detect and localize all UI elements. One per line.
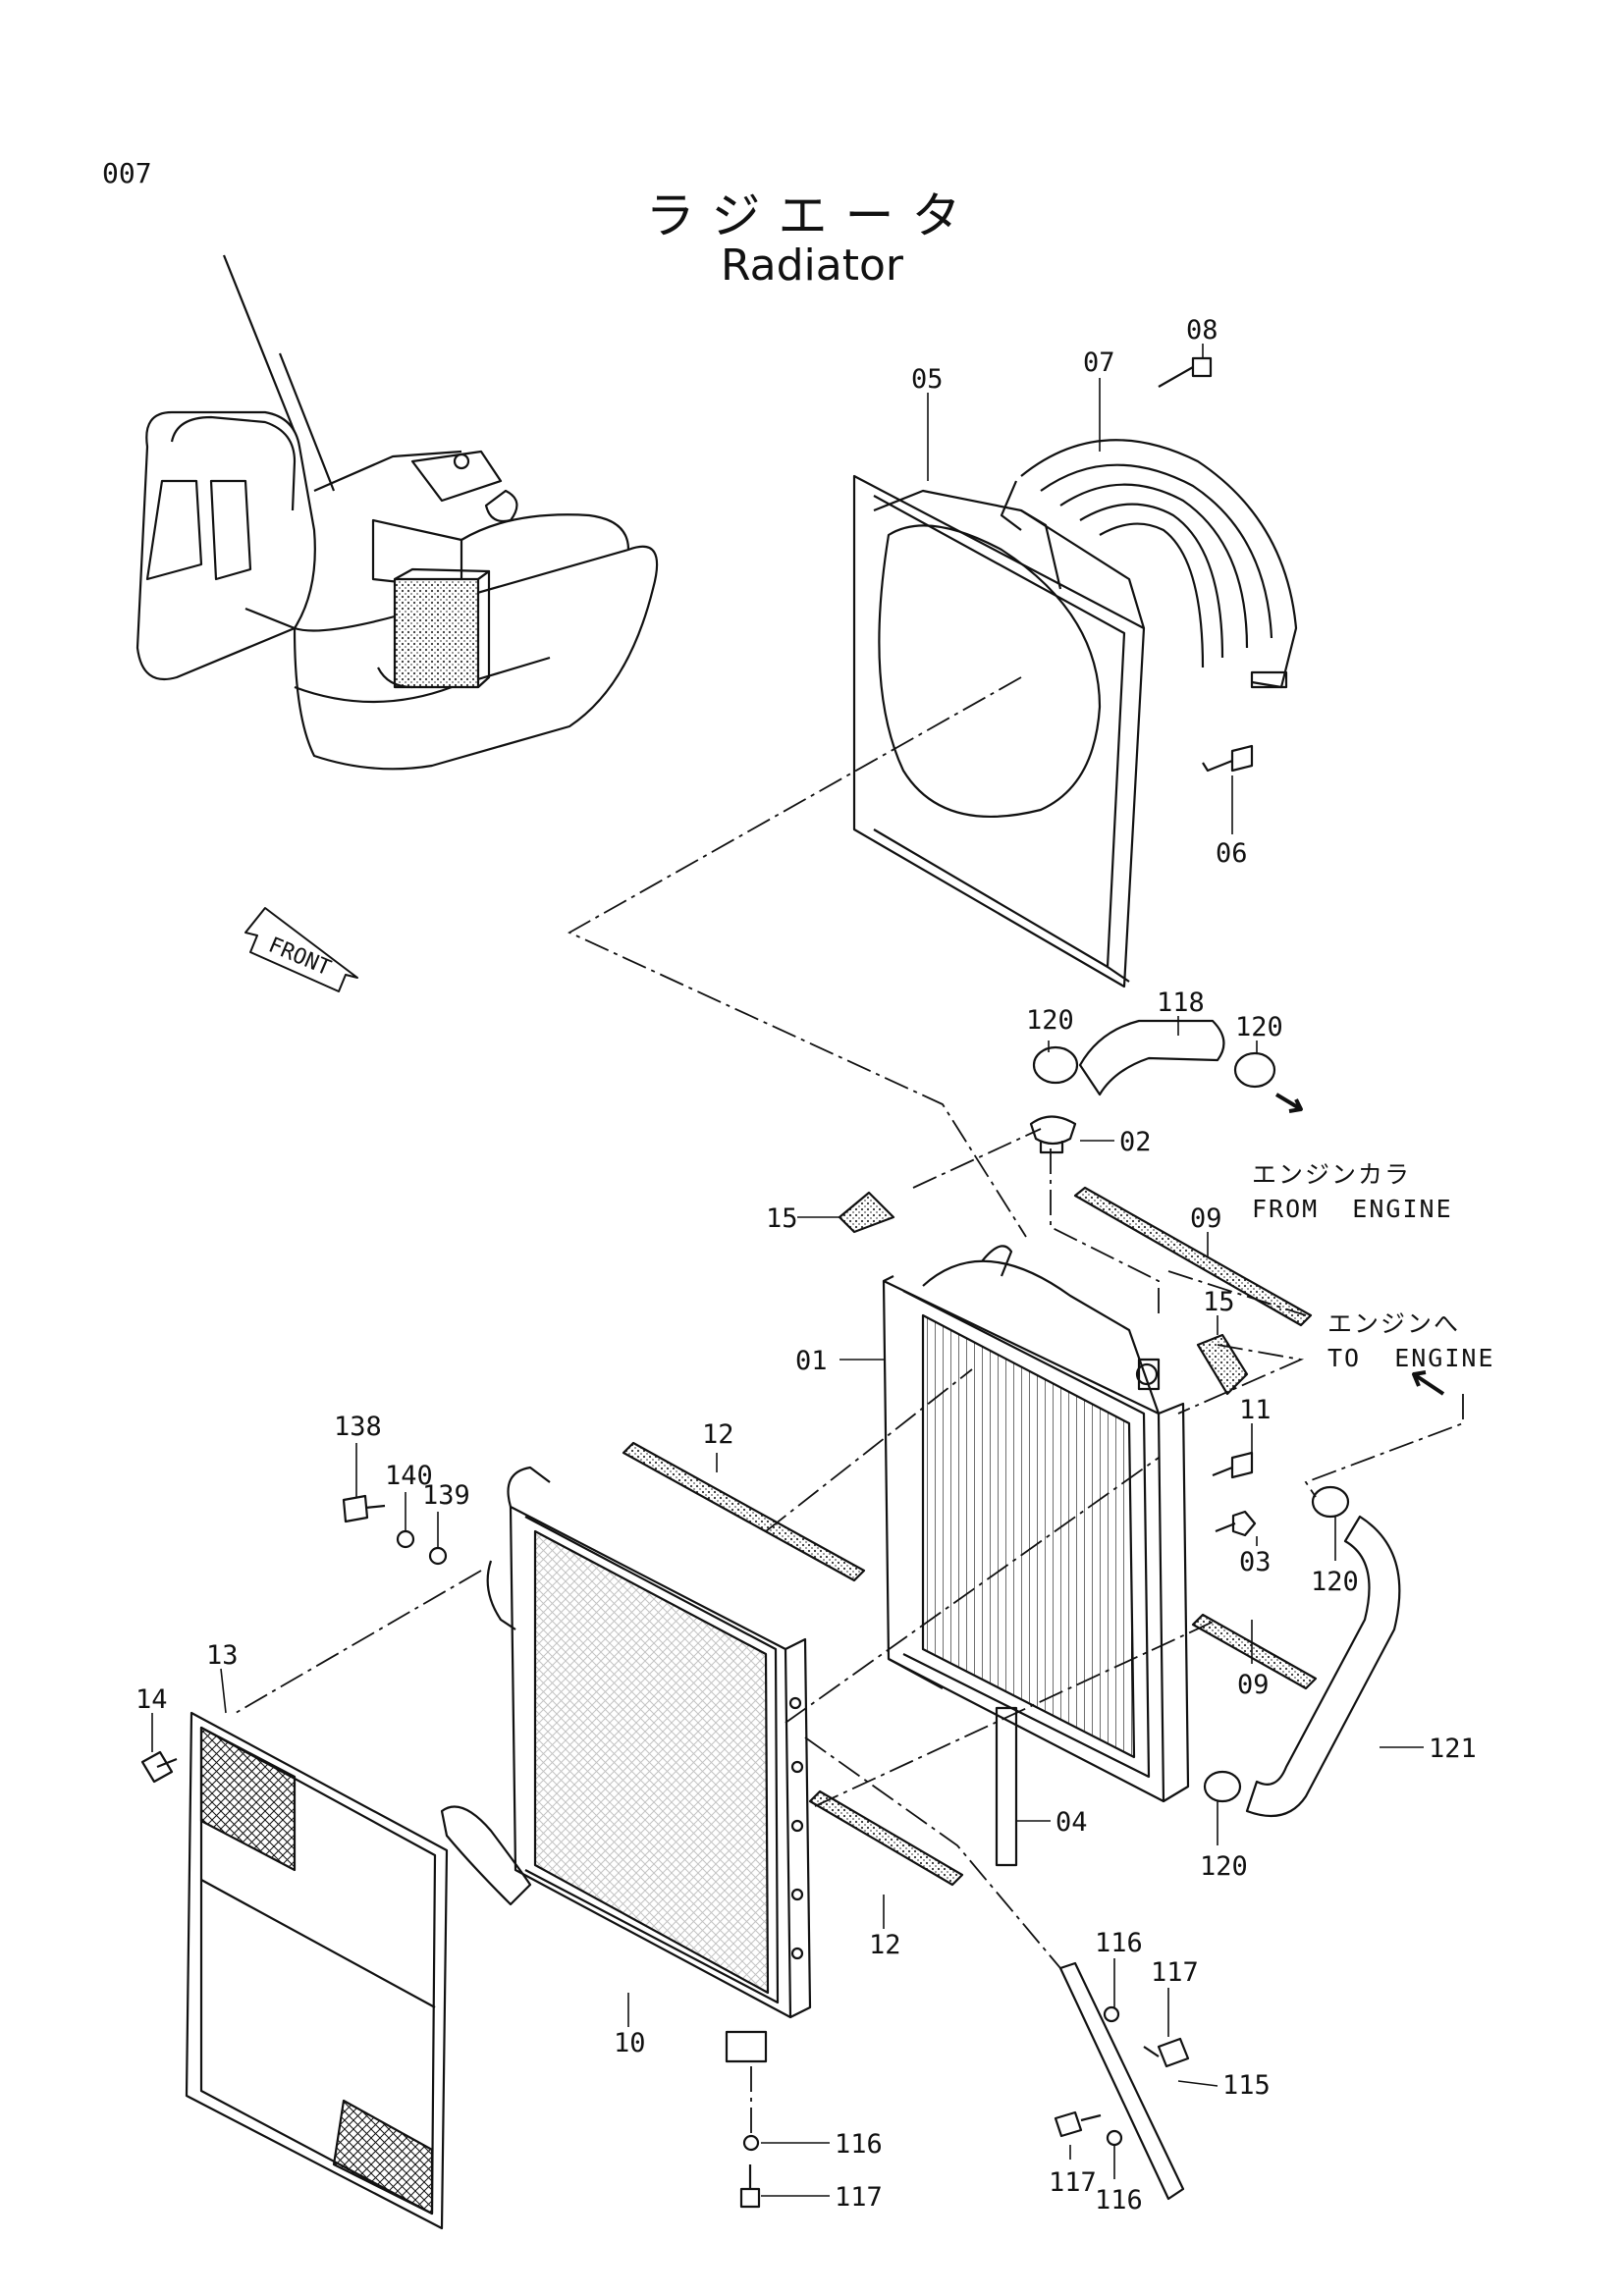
callout-116-b: 116: [1095, 2185, 1143, 2216]
front-direction-arrow: FRONT: [244, 907, 358, 992]
callout-139: 139: [422, 1480, 470, 1511]
radiator-core: [882, 1245, 1190, 1803]
page-title-en: Radiator: [721, 240, 903, 291]
from-engine-en: FROM ENGINE: [1252, 1195, 1453, 1223]
leader-lines: [151, 344, 1424, 2197]
callout-115: 115: [1222, 2070, 1271, 2101]
to-engine-en: TO ENGINE: [1327, 1344, 1495, 1372]
callout-121: 121: [1429, 1734, 1477, 1764]
wing-bolt-14: [140, 1750, 178, 1784]
bolt-117-c: [739, 2164, 761, 2209]
bolt-11: [1212, 1451, 1254, 1479]
callout-05: 05: [911, 364, 944, 395]
bolt-138: [342, 1494, 386, 1523]
callout-117-b: 117: [1049, 2167, 1097, 2198]
foam-wedge-15-b: [1196, 1333, 1249, 1396]
page-number: 007: [102, 157, 152, 189]
callout-117-c: 117: [835, 2182, 883, 2213]
foam-strip-09-b: [1191, 1613, 1318, 1690]
assembly-lines: [235, 676, 1464, 2135]
washer-116-c: [742, 2134, 760, 2152]
callout-10: 10: [614, 2028, 646, 2058]
callout-08: 08: [1186, 315, 1218, 346]
callout-120-b: 120: [1235, 1012, 1283, 1042]
callout-116-c: 116: [835, 2129, 883, 2160]
callout-14: 14: [135, 1684, 168, 1715]
bracket-10-foot: [725, 2030, 768, 2063]
callout-06: 06: [1216, 838, 1248, 869]
page-title-jp: ラジエータ: [645, 187, 979, 244]
callout-120-a: 120: [1026, 1005, 1074, 1036]
callout-03: 03: [1239, 1547, 1272, 1577]
bolt-08: [1158, 356, 1213, 388]
lower-hose: [1245, 1515, 1401, 1818]
callout-labels: 05 07 08 06 120 118 120 02 15 09 15 01 1…: [135, 315, 1477, 2216]
washer-140: [396, 1529, 415, 1549]
callout-138: 138: [334, 1412, 382, 1442]
foam-strip-12-a: [622, 1441, 866, 1582]
washer-116-b: [1106, 2129, 1123, 2147]
callout-09-b: 09: [1237, 1670, 1270, 1700]
callout-12-a: 12: [702, 1419, 734, 1450]
radiator-screen: [185, 1711, 449, 2230]
callout-120-d: 120: [1200, 1851, 1248, 1882]
callout-07: 07: [1083, 347, 1115, 378]
to-engine-arrow: [1412, 1370, 1445, 1396]
callout-13: 13: [206, 1640, 239, 1671]
drain-hose: [995, 1706, 1018, 1867]
callout-120-c: 120: [1311, 1567, 1359, 1597]
callout-118: 118: [1157, 988, 1205, 1018]
callout-04: 04: [1056, 1807, 1088, 1838]
oil-cooler: [440, 1466, 812, 2019]
stay-rod: [1058, 1961, 1185, 2201]
fan-shroud: [852, 474, 1146, 988]
from-engine-jp: エンジンカラ: [1252, 1160, 1411, 1189]
hose-clamp-120-c: [1311, 1485, 1350, 1519]
washer-139: [428, 1546, 448, 1566]
direction-notes: エンジンカラ FROM ENGINE エンジンへ TO ENGINE: [1252, 1160, 1495, 1372]
callout-01: 01: [795, 1346, 828, 1376]
hose-clamp-120-b: [1233, 1051, 1276, 1089]
callout-117-a: 117: [1151, 1957, 1199, 1988]
washer-116-a: [1103, 2005, 1120, 2023]
upper-hose: [1078, 1019, 1225, 1096]
to-engine-jp: エンジンへ: [1327, 1309, 1460, 1338]
bolt-06: [1202, 744, 1254, 773]
hose-clamp-120-a: [1032, 1045, 1079, 1085]
bolt-03: [1215, 1510, 1257, 1537]
hose-clamp-120-d: [1203, 1770, 1242, 1803]
callout-116-a: 116: [1095, 1928, 1143, 1958]
callout-15-a: 15: [766, 1203, 798, 1234]
foam-strip-09-a: [1073, 1186, 1313, 1327]
foam-wedge-15-a: [838, 1191, 895, 1234]
foam-strip-12-b: [808, 1789, 964, 1887]
callout-140: 140: [385, 1461, 433, 1491]
bolt-117-a: [1143, 2037, 1190, 2068]
radiator-cap: [1029, 1115, 1077, 1154]
callout-09-a: 09: [1190, 1203, 1222, 1234]
excavator-overview-illustration: [135, 254, 659, 771]
fan-guard: [1000, 439, 1298, 689]
from-engine-arrow: [1274, 1093, 1303, 1113]
callout-15-b: 15: [1203, 1287, 1235, 1317]
callout-11: 11: [1239, 1395, 1272, 1425]
callout-12-b: 12: [869, 1930, 901, 1960]
callout-02: 02: [1119, 1127, 1152, 1157]
bolt-117-b: [1054, 2110, 1102, 2138]
